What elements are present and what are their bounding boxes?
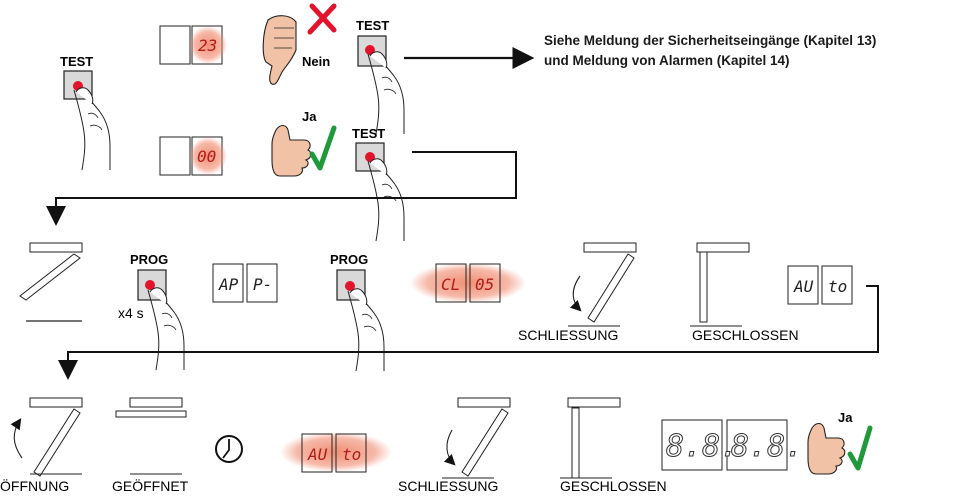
gate-opening-icon <box>10 397 83 477</box>
gate-opened-icon <box>115 397 187 475</box>
test-button-1: TEST <box>60 54 111 171</box>
prog-button-2: PROG <box>330 252 385 372</box>
schliessung-label-2: SCHLIESSUNG <box>398 478 498 494</box>
gate-closed-icon-2 <box>560 397 621 479</box>
cross-icon <box>307 3 337 35</box>
display-ap: AP P- <box>212 263 278 303</box>
display-ap-right: P- <box>253 275 272 294</box>
connector-1 <box>46 151 517 226</box>
display-ok-digits: 00 <box>197 147 216 166</box>
check-icon <box>309 125 337 171</box>
ja-label-2: Ja <box>838 410 853 425</box>
display-ap-left: AP <box>218 275 239 294</box>
geschlossen-label-2: GESCHLOSSEN <box>560 478 667 494</box>
geschlossen-label-1: GESCHLOSSEN <box>692 327 799 343</box>
display-ok-code: 00 <box>159 136 227 176</box>
display-os: 05 <box>475 275 494 294</box>
test-label-1: TEST <box>60 54 93 69</box>
prog-label-2: PROG <box>330 252 368 267</box>
display-cl: CL <box>441 275 460 294</box>
prog-label-1: PROG <box>130 252 168 267</box>
display-au-2: AU <box>307 445 328 464</box>
clock-icon <box>215 435 243 463</box>
nein-label: Nein <box>302 54 330 69</box>
schliessung-label-1: SCHLIESSUNG <box>518 327 618 343</box>
gate-closed-icon <box>690 242 750 327</box>
test-button-2: TEST <box>356 18 405 135</box>
ja-label-1: Ja <box>302 109 317 124</box>
display-to-2: to <box>342 445 361 464</box>
connector-2 <box>58 285 879 380</box>
x4s-label: x4 s <box>118 305 144 321</box>
gate-open-icon <box>19 242 83 322</box>
gate-closing-icon-2 <box>442 397 511 479</box>
display-closing: CL 05 <box>410 263 526 303</box>
display-8888-right: 8.8. <box>731 429 803 464</box>
display-auto-2: AU to <box>280 432 392 473</box>
display-au-1: AU <box>793 277 814 296</box>
display-auto-1: AU to <box>787 265 853 305</box>
thumbs-up-icon <box>271 124 312 177</box>
display-error-digits: 23 <box>198 36 217 55</box>
geoeffnet-label: GEÖFFNET <box>112 477 189 494</box>
prog-button-1: PROG x4 s <box>118 252 185 371</box>
test-label-2: TEST <box>356 18 389 33</box>
display-8888: 8.8. 8.8. <box>661 419 804 471</box>
thumbs-up-icon-2 <box>807 422 846 475</box>
display-error-code: 23 <box>159 25 227 65</box>
test-button-3: TEST <box>352 126 405 242</box>
hand-icon <box>73 87 111 171</box>
display-to-1: to <box>828 277 847 296</box>
thumbs-down-icon <box>262 15 297 85</box>
note-line-2: und Meldung von Alarmen (Kapitel 14) <box>544 53 790 68</box>
safety-note: Siehe Meldung der Sicherheitseingänge (K… <box>544 31 876 71</box>
check-icon-2 <box>847 425 873 471</box>
display-8888-left: 8.8. <box>666 429 738 464</box>
oeffnung-label: ÖFFNUNG <box>0 477 69 494</box>
hand-icon <box>347 288 385 372</box>
test-label-3: TEST <box>352 126 385 141</box>
gate-closing-icon <box>568 242 637 327</box>
note-line-1: Siehe Meldung der Sicherheitseingänge (K… <box>544 33 877 48</box>
